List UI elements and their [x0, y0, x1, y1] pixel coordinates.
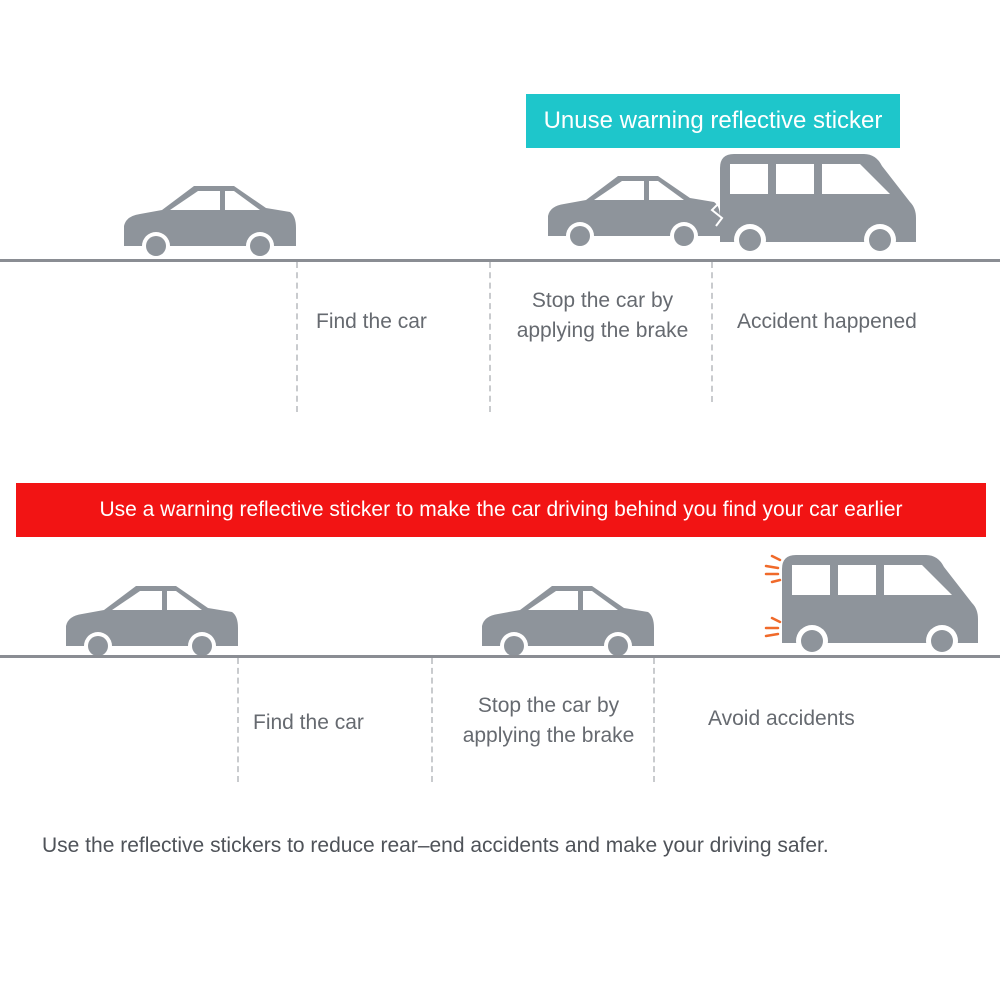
car-braking-icon	[482, 586, 654, 660]
step-label: Stop the car by applying the brake	[462, 694, 635, 747]
van-icon	[720, 154, 916, 256]
car-braking-icon	[548, 176, 720, 250]
step-label: Find the car	[316, 310, 427, 333]
car-following-icon	[124, 186, 296, 260]
step-divider	[237, 658, 239, 782]
van-icon	[782, 555, 978, 657]
road-top	[0, 259, 1000, 262]
banner-no-sticker: Unuse warning reflective sticker	[526, 94, 900, 148]
road-bottom	[0, 655, 1000, 658]
step-divider	[431, 658, 433, 782]
collision-crack-icon	[709, 193, 724, 227]
step-label: Stop the car by applying the brake	[516, 289, 689, 342]
step-label: Avoid accidents	[708, 707, 855, 730]
step-divider	[296, 262, 298, 412]
step-divider	[653, 658, 655, 782]
step-label: Accident happened	[737, 310, 917, 333]
banner-with-sticker: Use a warning reflective sticker to make…	[16, 483, 986, 537]
step-divider	[711, 262, 713, 402]
step-label: Find the car	[253, 711, 364, 734]
step-divider	[489, 262, 491, 412]
car-following-icon	[66, 586, 238, 660]
footer-caption: Use the reflective stickers to reduce re…	[42, 834, 829, 857]
reflective-glow-icon	[764, 554, 782, 638]
